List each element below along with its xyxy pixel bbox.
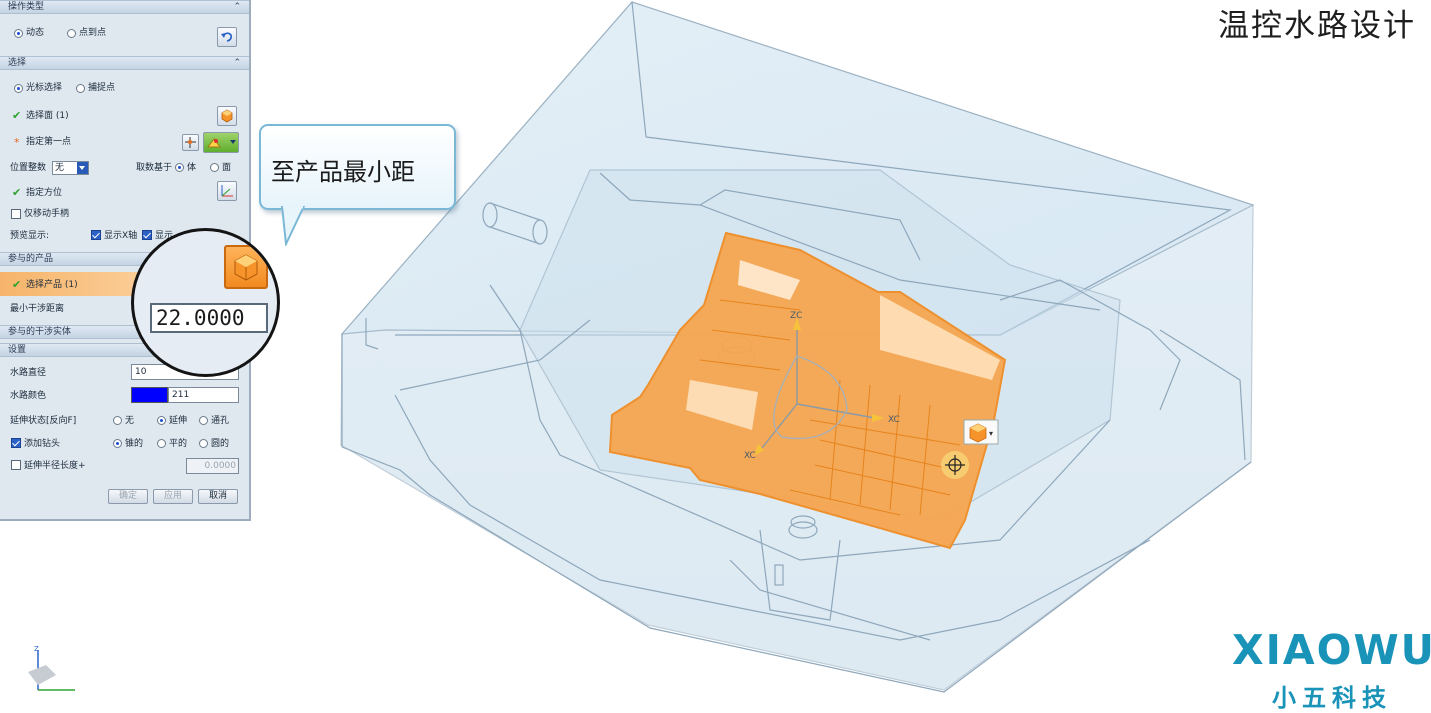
position-count-select[interactable]: 无 <box>52 161 89 175</box>
show-y-checkbox[interactable] <box>142 230 152 240</box>
radio-body-label: 体 <box>187 163 197 173</box>
extend-radius-label: 延伸半径长度+ <box>24 461 86 471</box>
section-settings-label: 设置 <box>8 345 27 355</box>
crosshair-cursor <box>945 455 965 475</box>
chevron-up-icon[interactable]: ⌃ <box>233 2 241 12</box>
apply-button[interactable]: 应用 <box>153 489 193 504</box>
radio-face[interactable] <box>210 163 219 172</box>
callout-pointer <box>280 206 306 246</box>
show-x-axis-checkbox[interactable] <box>91 230 101 240</box>
csys-triad[interactable] <box>754 318 884 456</box>
radio-plug-flat[interactable] <box>157 439 166 448</box>
axis-y-label: XC <box>744 451 756 461</box>
magnifier-lens: 22.0000 <box>131 228 280 377</box>
svg-text:▾: ▾ <box>989 429 993 438</box>
take-based-label: 取数基于 <box>136 163 173 173</box>
position-count-label: 位置整数 <box>10 163 47 173</box>
required-star-icon: * <box>14 136 20 149</box>
check-done-icon: ✔ <box>12 109 22 122</box>
cancel-button[interactable]: 取消 <box>198 489 238 504</box>
radio-plug-cone-label: 锥的 <box>125 439 144 449</box>
radio-point-to-point[interactable] <box>67 29 76 38</box>
svg-text:Z: Z <box>34 645 39 653</box>
water-color-label: 水路颜色 <box>10 391 47 401</box>
brand-logo-text: XIAOWU <box>1232 626 1431 674</box>
move-handle-only-label: 仅移动手柄 <box>24 209 70 219</box>
section-product-label: 参与的产品 <box>8 254 54 264</box>
section-selection-header[interactable]: 选择 ⌃ <box>0 56 249 70</box>
show-x-axis-label: 显示X轴 <box>104 231 138 241</box>
show-y-label: 显示 <box>155 231 174 241</box>
check-done-icon: ✔ <box>12 186 22 199</box>
radio-point-to-point-label: 点到点 <box>79 28 107 38</box>
point-dialog-icon[interactable] <box>182 134 199 151</box>
orientation-label[interactable]: 指定方位 <box>26 188 63 198</box>
section-op-type-label: 操作类型 <box>8 2 45 12</box>
selection-filter-icon[interactable]: ▾ <box>963 419 999 445</box>
add-plug-label: 添加钻头 <box>24 439 61 449</box>
radio-extend-none-label: 无 <box>125 416 135 426</box>
radio-face-label: 面 <box>222 163 232 173</box>
section-selection-label: 选择 <box>8 58 27 68</box>
water-color-value[interactable]: 211 <box>168 387 239 403</box>
face-select-icon[interactable] <box>217 106 237 126</box>
water-color-swatch[interactable] <box>131 387 168 403</box>
diameter-label: 水路直径 <box>10 368 47 378</box>
cad-viewport[interactable]: ZC XC XC ▾ Z <box>0 0 1431 695</box>
radio-plug-flat-label: 平的 <box>169 439 188 449</box>
extend-state-label: 延伸状态[反向F] <box>10 416 77 426</box>
section-op-type-header[interactable]: 操作类型 ⌃ <box>0 0 249 14</box>
check-done-icon: ✔ <box>12 278 22 291</box>
move-handle-only-checkbox[interactable] <box>11 209 21 219</box>
radio-plug-round[interactable] <box>199 439 208 448</box>
csys-dialog-icon[interactable] <box>217 181 237 201</box>
undo-icon[interactable] <box>217 27 237 47</box>
radio-through-hole-label: 通孔 <box>211 416 230 426</box>
radio-extend[interactable] <box>157 416 166 425</box>
callout-bubble: 至产品最小距 <box>259 124 456 210</box>
view-triad-icon: Z <box>28 645 75 691</box>
extend-radius-input[interactable]: 0.0000 <box>186 458 239 474</box>
radio-extend-none[interactable] <box>113 416 122 425</box>
section-solid-label: 参与的干涉实体 <box>8 327 72 337</box>
position-count-value: 无 <box>55 163 65 173</box>
page-title: 温控水路设计 <box>1218 8 1416 44</box>
min-distance-label: 最小干涉距离 <box>10 304 65 314</box>
radio-plug-round-label: 圆的 <box>211 439 230 449</box>
axis-x-label: XC <box>888 415 900 425</box>
radio-capture-point-label: 捕捉点 <box>88 83 116 93</box>
inferred-point-icon[interactable] <box>203 132 239 153</box>
extend-radius-checkbox[interactable] <box>11 460 21 470</box>
ok-button[interactable]: 确定 <box>108 489 148 504</box>
min-distance-input[interactable]: 22.0000 <box>150 303 268 333</box>
radio-capture-point[interactable] <box>76 84 85 93</box>
selected-product-label[interactable]: 选择产品 (1) <box>26 280 78 290</box>
radio-dynamic-label: 动态 <box>26 28 45 38</box>
radio-body[interactable] <box>175 163 184 172</box>
radio-cursor-select-label: 光标选择 <box>26 83 63 93</box>
radio-plug-cone[interactable] <box>113 439 122 448</box>
product-select-icon[interactable] <box>224 245 268 289</box>
preview-label: 预览显示: <box>10 231 50 241</box>
radio-extend-label: 延伸 <box>169 416 188 426</box>
radio-through-hole[interactable] <box>199 416 208 425</box>
radio-dynamic[interactable] <box>14 29 23 38</box>
add-plug-checkbox[interactable] <box>11 438 21 448</box>
selected-face-label[interactable]: 选择面 (1) <box>26 111 69 121</box>
callout-text: 至产品最小距 <box>271 158 415 186</box>
first-point-label[interactable]: 指定第一点 <box>26 137 72 147</box>
brand-subtitle: 小五科技 <box>1272 684 1392 712</box>
chevron-up-icon[interactable]: ⌃ <box>233 58 241 68</box>
axis-z-label: ZC <box>790 311 802 321</box>
chevron-down-icon[interactable] <box>77 162 88 174</box>
radio-cursor-select[interactable] <box>14 84 23 93</box>
